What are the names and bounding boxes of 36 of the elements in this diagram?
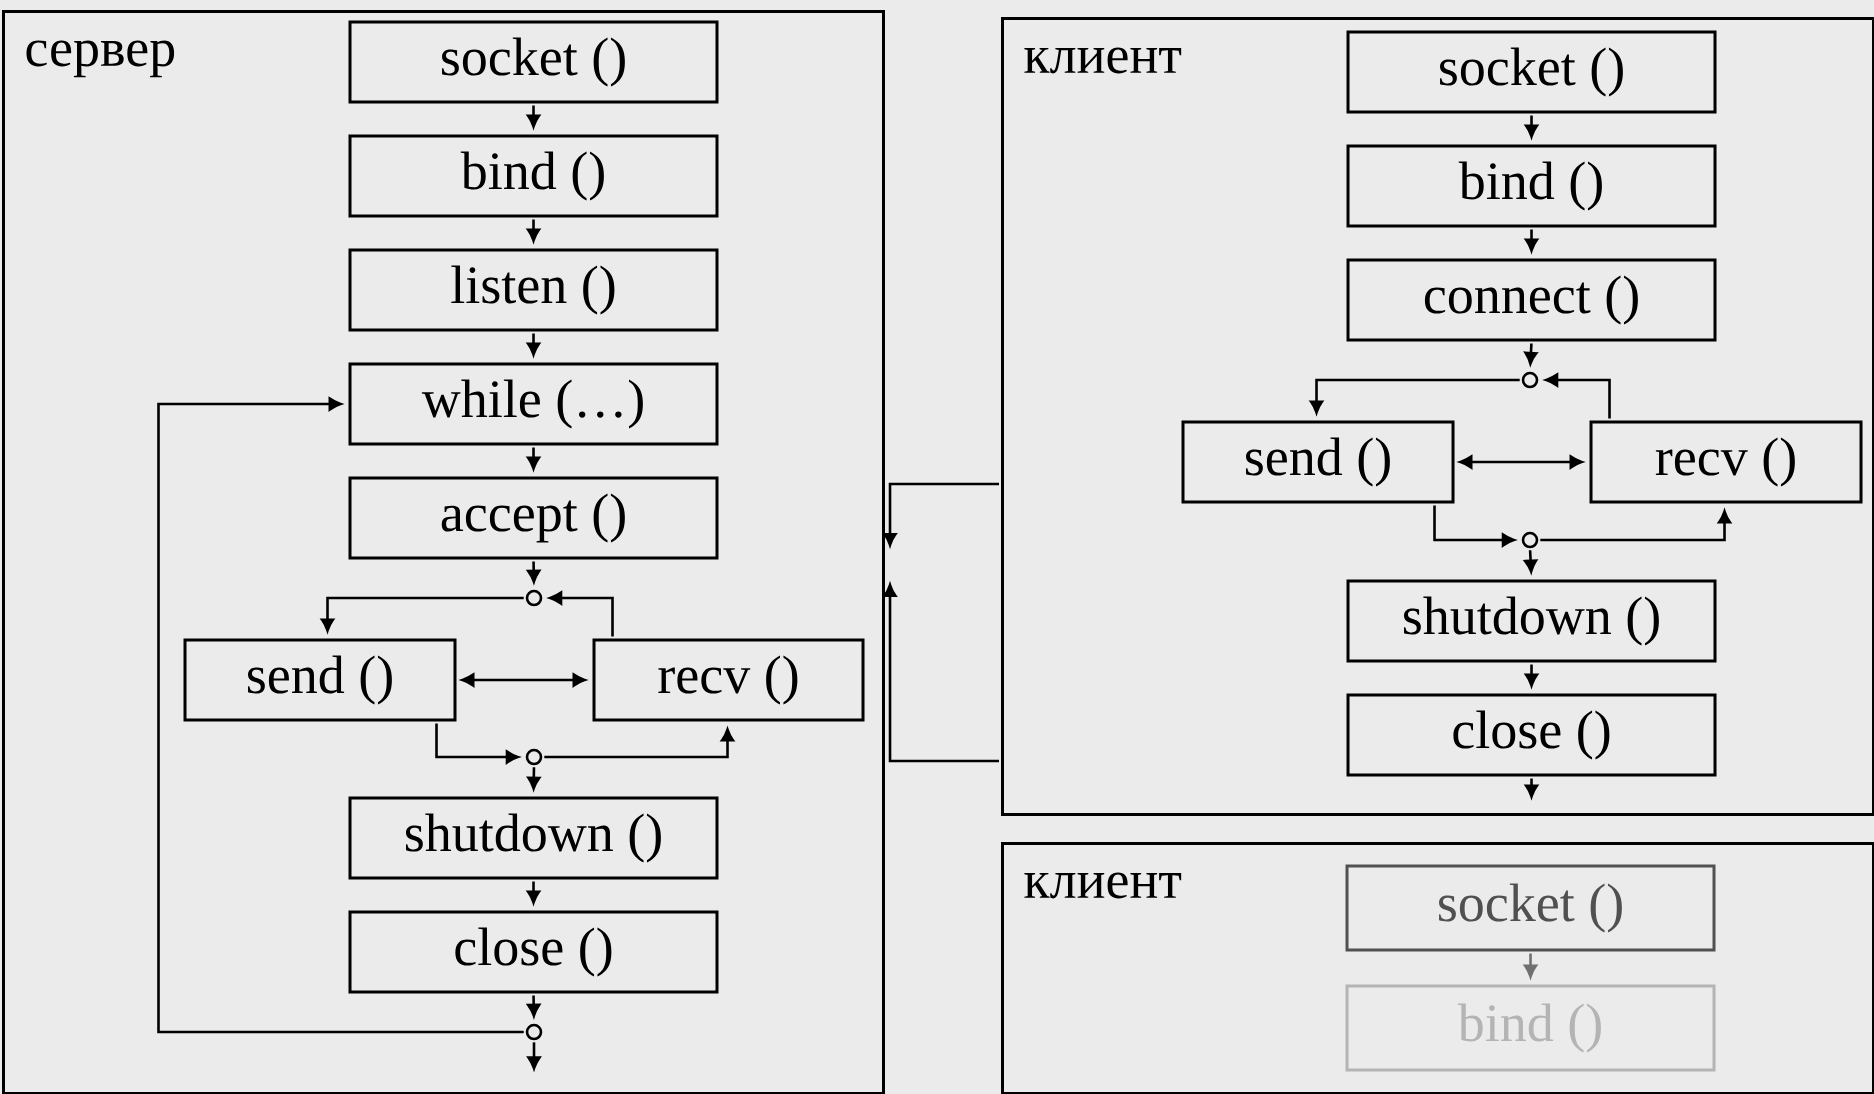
function-box: shutdown () <box>348 796 719 880</box>
function-box: recv () <box>1589 420 1863 504</box>
function-box: shutdown () <box>1346 579 1717 663</box>
function-box: accept () <box>348 476 719 560</box>
function-box: send () <box>1181 420 1455 504</box>
arrow <box>157 397 524 1034</box>
function-box: send () <box>183 638 457 722</box>
function-box: recv () <box>592 638 865 722</box>
junction-circle <box>525 1023 543 1041</box>
function-box: close () <box>1346 693 1717 777</box>
function-box: connect () <box>1346 258 1717 342</box>
function-box: socket () <box>1345 864 1716 952</box>
arrow <box>1524 343 1538 365</box>
function-box: bind () <box>1346 144 1717 228</box>
junction-circle <box>1521 531 1539 549</box>
arrow <box>1433 505 1515 547</box>
arrow <box>435 723 519 764</box>
arrow <box>1459 455 1583 469</box>
function-box: listen () <box>348 248 719 332</box>
junction-circle <box>1521 371 1539 389</box>
arrow <box>1545 373 1611 419</box>
junction-circle <box>525 589 543 607</box>
arrow <box>549 591 614 637</box>
function-box: bind () <box>348 134 719 218</box>
function-box: close () <box>348 910 719 994</box>
junction-circle <box>525 748 543 766</box>
arrow <box>461 673 586 687</box>
arrow <box>883 482 999 547</box>
function-box: socket () <box>348 20 719 104</box>
arrow <box>527 995 541 1017</box>
function-box: while (…) <box>348 362 719 446</box>
arrow <box>883 583 999 763</box>
arrow <box>1524 550 1538 573</box>
function-box: socket () <box>1346 30 1717 114</box>
arrow <box>527 1042 541 1070</box>
arrow <box>527 561 541 583</box>
